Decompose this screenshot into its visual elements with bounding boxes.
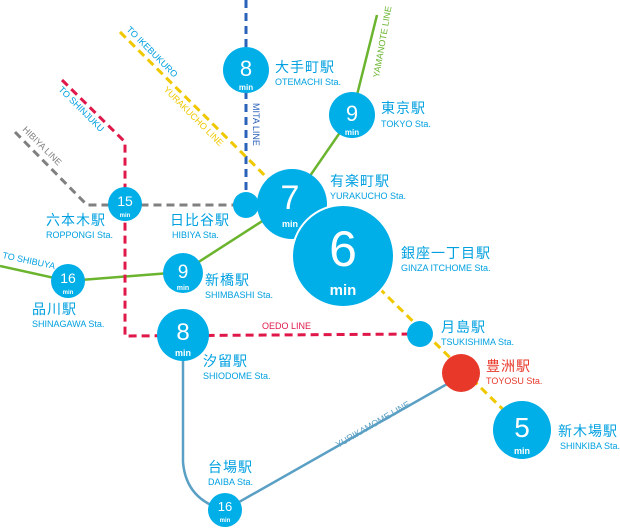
minutes: 7 [281,179,300,217]
station-toyosu[interactable]: 豊洲駅 TOYOSU Sta. [442,354,542,392]
minutes: 5 [514,412,530,443]
station-name-en: OTEMACHI Sta. [275,77,341,87]
mita-line-label: MITA LINE [251,103,261,146]
hibiya-line [13,130,246,207]
minutes: 9 [178,262,189,283]
min-unit: min [120,213,131,219]
min-unit: min [514,446,530,456]
station-shinkiba[interactable]: 5 min 新木場駅 SHINKIBA Sta. [493,401,620,459]
station-name-jp: 有楽町駅 [330,173,390,189]
minutes: 15 [117,193,133,209]
station-name-jp: 新橋駅 [205,272,250,288]
min-unit: min [220,518,231,524]
min-unit: min [330,282,357,299]
min-unit: min [345,128,359,137]
station-name-jp: 日比谷駅 [170,212,230,228]
min-unit: min [175,348,191,358]
to-shinjuku-label: TO SHINJUKU [57,84,106,133]
station-roppongi[interactable]: 15 min 六本木駅 ROPPONGI Sta. [46,187,142,240]
station-name-jp: 六本木駅 [46,212,106,228]
station-name-jp: 台場駅 [208,459,253,475]
min-unit: min [282,219,298,229]
yurakucho-line-label: YURAKUCHO LINE [162,84,226,148]
minutes: 16 [60,270,76,286]
station-name-en: ROPPONGI Sta. [46,230,113,240]
yamanote-line-label: YAMANOTE LINE [371,5,393,78]
station-shimbashi[interactable]: 9 min 新橋駅 SHIMBASHI Sta. [163,253,273,300]
station-name-en: SHIODOME Sta. [203,371,271,381]
min-unit: min [239,83,253,92]
minutes: 9 [346,101,358,126]
station-name-en: TOYOSU Sta. [486,376,542,386]
oedo-line-label: OEDO LINE [262,321,311,331]
minutes: 6 [329,221,357,277]
station-otemachi[interactable]: 8 min 大手町駅 OTEMACHI Sta. [223,47,341,93]
station-name-jp: 銀座一丁目駅 [401,245,491,261]
station-tsukishima[interactable]: 月島駅 TSUKISHIMA Sta. [407,319,514,347]
station-name-jp: 汐留駅 [203,353,248,369]
station-name-en: SHIMBASHI Sta. [205,290,273,300]
station-name-en: DAIBA Sta. [208,477,253,487]
station-name-jp: 月島駅 [441,319,486,335]
minutes: 8 [240,56,252,81]
station-ginza-itchome[interactable]: 6 min 銀座一丁目駅 GINZA ITCHOME Sta. [291,204,491,308]
station-name-en: HIBIYA Sta. [172,230,219,240]
station-daiba[interactable]: 16 min 台場駅 DAIBA Sta. [208,459,253,527]
station-name-jp: 豊洲駅 [486,358,531,374]
yurikamome-line-label: YURIKAMOME LINE [334,399,412,450]
minutes: 16 [218,499,232,514]
station-shiodome[interactable]: 8 min 汐留駅 SHIODOME Sta. [157,309,271,381]
station-hibiya[interactable]: 日比谷駅 HIBIYA Sta. [170,192,259,240]
station-name-en: SHINAGAWA Sta. [32,319,104,329]
station-name-jp: 大手町駅 [275,59,335,75]
station-name-en: TOKYO Sta. [381,119,431,129]
station-shinagawa[interactable]: 16 min 品川駅 SHINAGAWA Sta. [32,264,104,329]
to-ikebukuro-label: TO IKEBUKURO [125,24,180,79]
oedo-line [60,78,419,338]
station-name-en: TSUKISHIMA Sta. [441,337,514,347]
min-unit: min [63,290,74,296]
station-name-jp: 東京駅 [381,100,426,116]
station-name-jp: 新木場駅 [558,423,618,439]
station-name-jp: 品川駅 [32,301,77,317]
station-tokyo[interactable]: 9 min 東京駅 TOKYO Sta. [329,92,431,138]
station-name-en: SHINKIBA Sta. [560,441,620,451]
station-name-en: GINZA ITCHOME Sta. [401,263,491,273]
min-unit: min [177,285,189,292]
minutes: 8 [176,319,189,346]
station-name-en: YURAKUCHO Sta. [330,191,406,201]
